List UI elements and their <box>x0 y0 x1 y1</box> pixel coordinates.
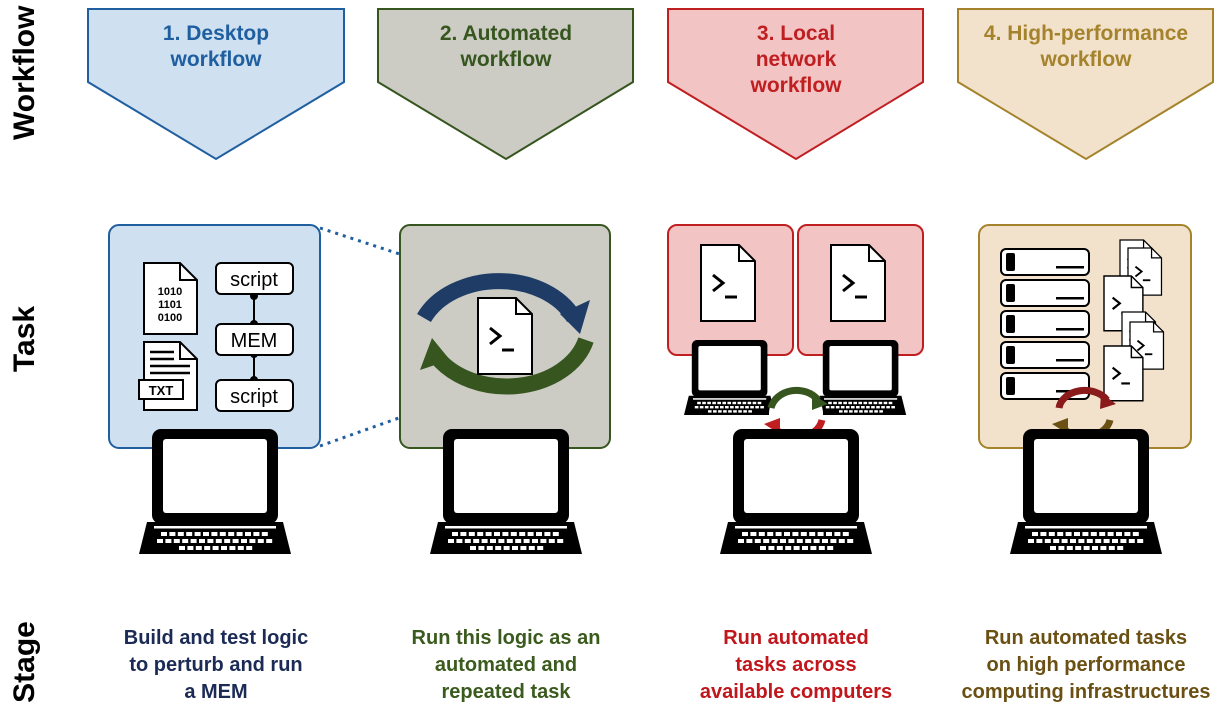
mem-label: MEM <box>231 330 278 352</box>
binary-line-1: 1010 <box>158 286 182 298</box>
workflow-banner-1 <box>87 8 345 161</box>
workflow-3-title: 3. Local network workflow <box>750 22 842 97</box>
laptop-icon <box>430 429 582 554</box>
binary-file-icon: 1010 1101 0100 <box>143 262 198 335</box>
laptop-icon <box>1010 429 1162 554</box>
laptop-icon <box>139 429 291 554</box>
stage-3-text: Run automated tasks across available com… <box>699 627 893 703</box>
task-automated <box>399 224 611 554</box>
task-local-network <box>667 224 924 554</box>
workflow-1-title: 1. Desktop workflow <box>162 22 270 71</box>
script-file-icon <box>1102 344 1144 402</box>
task-hpc <box>978 224 1192 554</box>
mem-box <box>215 323 294 356</box>
text-file-icon: TXT <box>138 341 198 411</box>
workflow-2-title: 2. Automated workflow <box>439 22 573 71</box>
workflow-banner-3 <box>667 8 924 161</box>
script-bottom-label: script <box>230 386 278 408</box>
laptop-icon <box>815 340 907 415</box>
script-top-label: script <box>230 269 278 291</box>
cycle-arrows-icon <box>417 273 594 395</box>
txt-label: TXT <box>149 383 174 398</box>
script-box-top <box>215 262 294 295</box>
task-desktop: 1010 1101 0100 TXT script MEM script <box>108 224 529 554</box>
script-file-icon <box>699 243 757 323</box>
laptop-icon <box>720 429 872 554</box>
workflow-banner-2 <box>377 8 634 161</box>
binary-line-2: 1101 <box>158 299 182 311</box>
stage-1-text: Build and test logic to perturb and run … <box>123 627 309 703</box>
server-rack-icon <box>1000 248 1090 400</box>
script-box-bottom <box>215 379 294 412</box>
workflow-banner-4 <box>957 8 1214 161</box>
stage-4-text: Run automated tasks on high performance … <box>961 627 1211 703</box>
script-file-icon <box>476 296 534 376</box>
laptop-icon <box>684 340 776 415</box>
binary-line-3: 0100 <box>158 312 182 324</box>
workflow-4-title: 4. High-performance workflow <box>983 22 1189 71</box>
script-file-icon <box>829 243 887 323</box>
stage-2-text: Run this logic as an automated and repea… <box>411 627 601 703</box>
